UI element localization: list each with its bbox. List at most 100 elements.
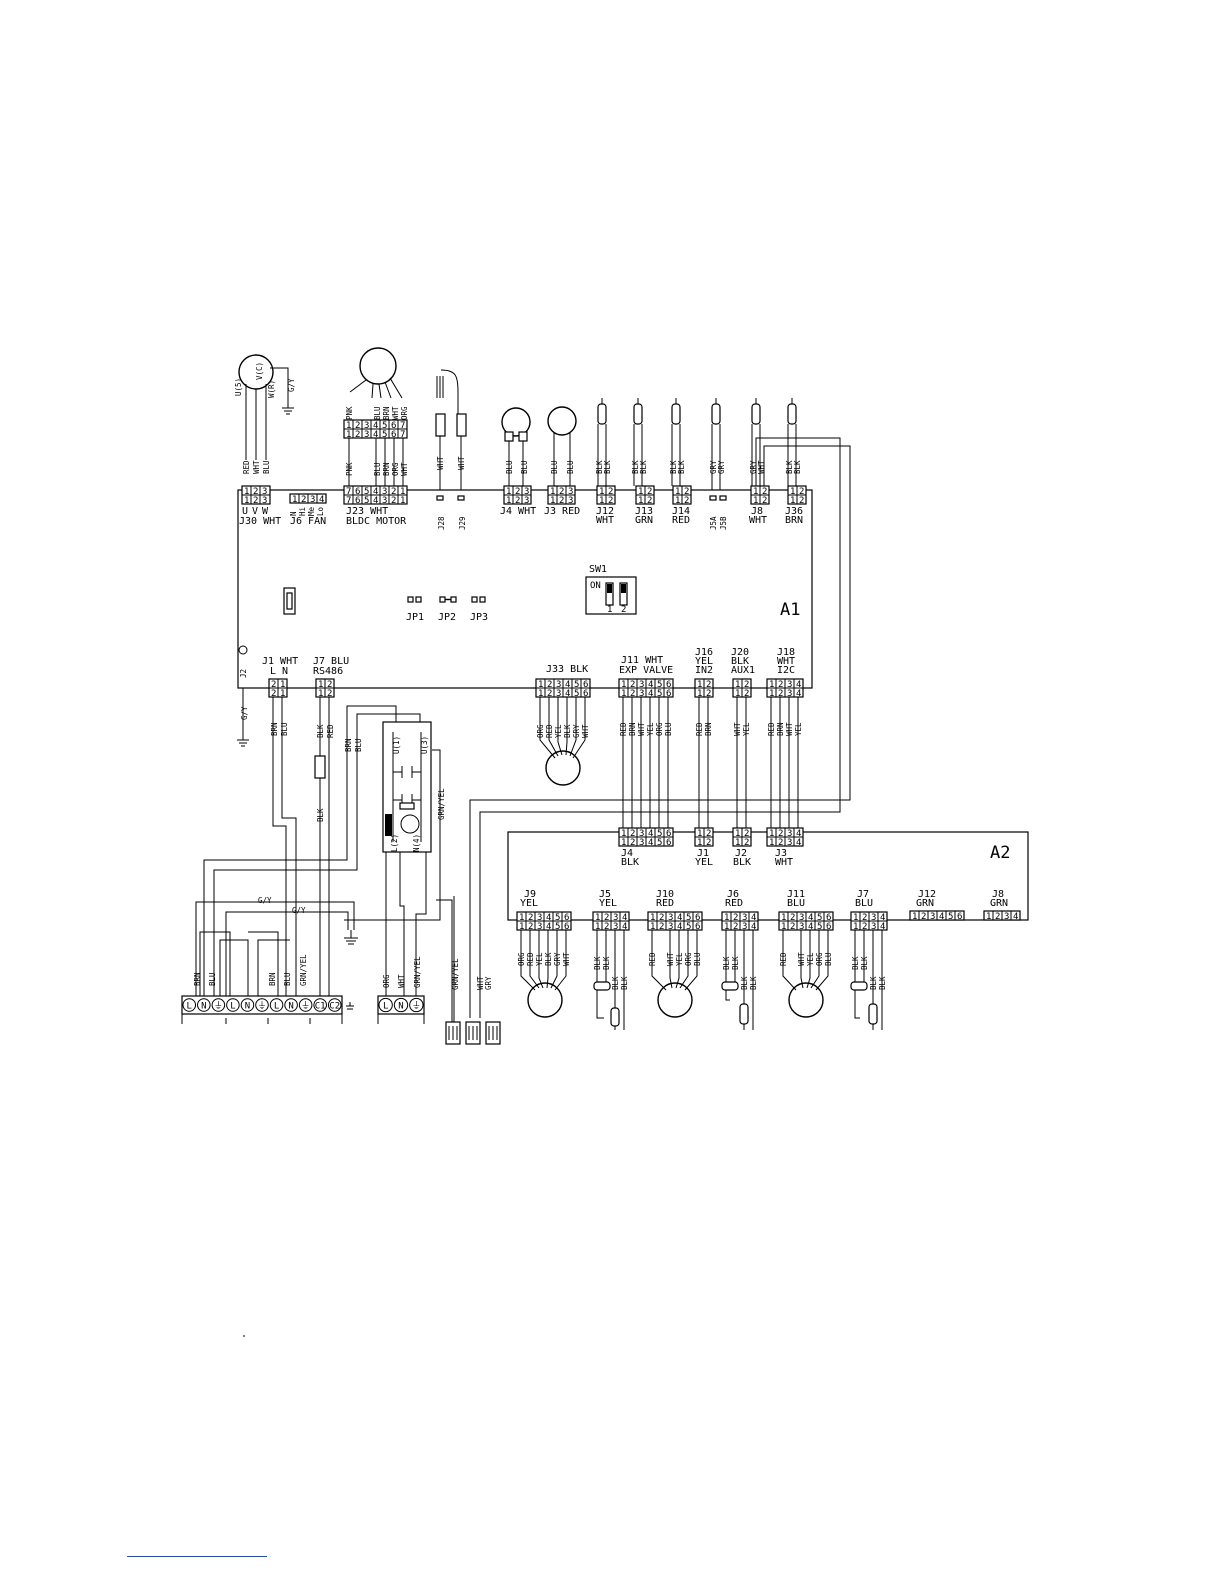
svg-text:2: 2 bbox=[744, 680, 749, 690]
svg-text:1: 1 bbox=[244, 496, 249, 506]
svg-text:6: 6 bbox=[564, 913, 569, 923]
svg-text:BRN: BRN bbox=[268, 972, 277, 986]
svg-text:Hi: Hi bbox=[298, 507, 307, 516]
svg-text:YEL: YEL bbox=[520, 898, 538, 909]
svg-text:L(2): L(2) bbox=[390, 834, 399, 852]
svg-text:4: 4 bbox=[751, 913, 756, 923]
svg-text:BLK: BLK bbox=[878, 976, 887, 990]
svg-text:BLK: BLK bbox=[731, 956, 740, 970]
svg-text:N: N bbox=[289, 511, 298, 516]
connector-label-j14: J14 bbox=[672, 506, 690, 517]
svg-text:BLU: BLU bbox=[208, 972, 217, 986]
svg-text:1: 1 bbox=[697, 829, 702, 839]
svg-text:2: 2 bbox=[647, 496, 652, 506]
svg-text:1: 1 bbox=[735, 838, 740, 848]
svg-text:BLK: BLK bbox=[620, 976, 629, 990]
jumper-jp3: JP3 bbox=[470, 612, 488, 623]
svg-text:RED: RED bbox=[242, 460, 251, 474]
svg-text:4: 4 bbox=[319, 495, 324, 505]
terminal-label: ⏚ bbox=[214, 1001, 223, 1012]
svg-text:7: 7 bbox=[346, 487, 351, 497]
svg-text:BLU: BLU bbox=[693, 952, 702, 966]
svg-text:3: 3 bbox=[568, 487, 573, 497]
svg-text:GRY: GRY bbox=[572, 724, 581, 738]
svg-text:1: 1 bbox=[697, 680, 702, 690]
svg-text:WHT: WHT bbox=[397, 974, 406, 988]
svg-text:WHT: WHT bbox=[476, 976, 485, 990]
svg-text:BLK: BLK bbox=[677, 460, 686, 474]
svg-text:1: 1 bbox=[506, 496, 511, 506]
svg-text:BLU: BLU bbox=[566, 460, 575, 474]
svg-text:BLK: BLK bbox=[669, 460, 678, 474]
wire-j8-loop bbox=[479, 437, 841, 1018]
svg-text:WHT: WHT bbox=[666, 952, 675, 966]
svg-text:5: 5 bbox=[382, 430, 387, 440]
svg-text:BLU: BLU bbox=[373, 406, 382, 420]
svg-text:G/Y: G/Y bbox=[287, 378, 296, 392]
svg-text:1: 1 bbox=[790, 496, 795, 506]
svg-text:BLU: BLU bbox=[280, 722, 289, 736]
svg-text:BLK: BLK bbox=[869, 976, 878, 990]
connector-label-a2-j9: J9 bbox=[524, 889, 536, 900]
svg-text:1: 1 bbox=[621, 680, 626, 690]
svg-text:WHT: WHT bbox=[785, 722, 794, 736]
board-a1 bbox=[237, 489, 813, 689]
terminal-screw bbox=[197, 998, 211, 1012]
svg-text:5: 5 bbox=[364, 487, 369, 497]
sensor-plugs: GRN/YEL WHT GRY bbox=[436, 896, 501, 1045]
svg-text:4: 4 bbox=[648, 829, 653, 839]
svg-text:L N: L N bbox=[270, 666, 288, 677]
svg-text:RED: RED bbox=[656, 898, 674, 909]
svg-text:1: 1 bbox=[769, 689, 774, 699]
svg-text:5: 5 bbox=[657, 689, 662, 699]
terminal-label: N bbox=[288, 1002, 293, 1012]
connector-label-j4: J4 WHT bbox=[500, 506, 536, 517]
svg-text:BRN: BRN bbox=[344, 738, 353, 752]
svg-text:2: 2 bbox=[647, 487, 652, 497]
connector-label-j11: J11 WHT bbox=[621, 655, 663, 666]
svg-text:3: 3 bbox=[537, 913, 542, 923]
svg-text:6: 6 bbox=[666, 689, 671, 699]
terminal-label: ⏚ bbox=[301, 1001, 310, 1012]
connector-label-a2-j3: J3 bbox=[775, 848, 787, 859]
connector-label-a2-j10: J10 bbox=[656, 889, 674, 900]
svg-text:1: 1 bbox=[280, 689, 285, 699]
svg-text:YEL: YEL bbox=[806, 952, 815, 966]
svg-text:BLK: BLK bbox=[851, 956, 860, 970]
connector-label-j6: J6 FAN bbox=[290, 516, 326, 527]
svg-text:1: 1 bbox=[753, 496, 758, 506]
terminal-label: ⏚ bbox=[257, 1001, 266, 1012]
svg-text:4: 4 bbox=[1013, 912, 1018, 922]
svg-text:RED: RED bbox=[725, 898, 743, 909]
svg-text:4: 4 bbox=[796, 689, 801, 699]
wire-j1-blu bbox=[281, 697, 297, 998]
svg-text:1: 1 bbox=[853, 922, 858, 932]
svg-text:2: 2 bbox=[744, 829, 749, 839]
svg-text:5: 5 bbox=[817, 913, 822, 923]
svg-text:1: 1 bbox=[318, 680, 323, 690]
svg-text:BLU: BLU bbox=[354, 738, 363, 752]
svg-text:ON: ON bbox=[590, 581, 601, 591]
svg-text:7: 7 bbox=[346, 496, 351, 506]
svg-text:4: 4 bbox=[565, 689, 570, 699]
terminal-label: N bbox=[398, 1002, 403, 1012]
svg-text:6: 6 bbox=[826, 913, 831, 923]
svg-text:YEL: YEL bbox=[535, 952, 544, 966]
terminal-label: L bbox=[187, 1002, 192, 1012]
svg-text:7: 7 bbox=[400, 421, 405, 431]
sensors-j7: BLK BLK BLK BLK bbox=[850, 930, 887, 1030]
svg-text:1: 1 bbox=[621, 838, 626, 848]
svg-text:GRN/YEL: GRN/YEL bbox=[451, 958, 460, 990]
svg-text:1: 1 bbox=[650, 922, 655, 932]
svg-text:1: 1 bbox=[292, 495, 297, 505]
svg-text:1: 1 bbox=[638, 496, 643, 506]
svg-text:I2C: I2C bbox=[777, 665, 795, 676]
svg-text:3: 3 bbox=[568, 496, 573, 506]
wire-gy2 bbox=[225, 911, 349, 998]
svg-text:WHT: WHT bbox=[596, 515, 614, 526]
svg-text:3: 3 bbox=[668, 922, 673, 932]
svg-text:3: 3 bbox=[787, 680, 792, 690]
sensor-j36: BLK BLK bbox=[785, 398, 802, 486]
